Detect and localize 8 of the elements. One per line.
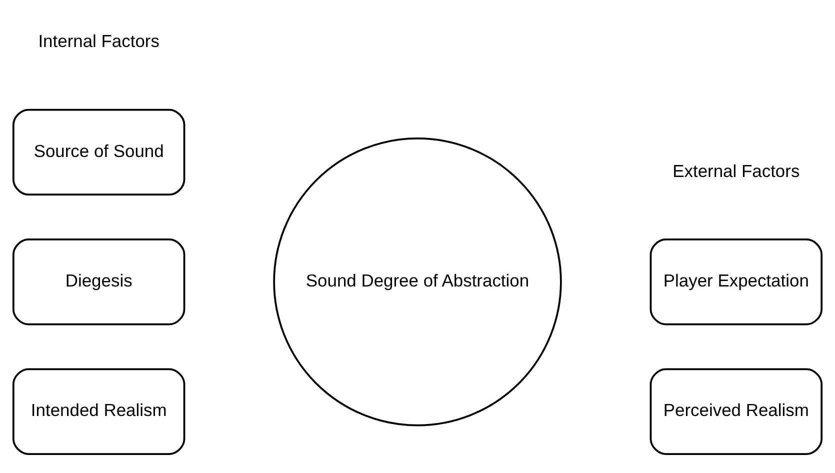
- node-box: Intended Realism: [12, 368, 186, 454]
- node-circle: Sound Degree of Abstraction: [273, 137, 562, 426]
- node-box: Source of Sound: [12, 108, 186, 196]
- label: External Factors: [672, 160, 800, 180]
- node-box: Perceived Realism: [650, 368, 823, 454]
- node-box: Diegesis: [12, 238, 186, 325]
- node-box: Player Expectation: [650, 238, 823, 325]
- label: Internal Factors: [38, 30, 160, 51]
